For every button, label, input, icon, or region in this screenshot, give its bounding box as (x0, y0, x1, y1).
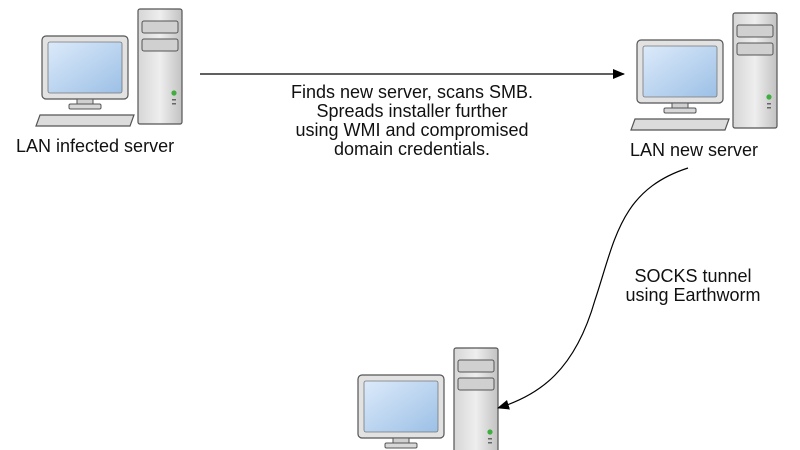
desktop-computer-icon (630, 12, 778, 131)
edge-label-line: Spreads installer further (316, 101, 508, 121)
edge-label-line: SOCKS tunnel (634, 266, 752, 286)
edge-label-line: using WMI and compromised (295, 120, 529, 140)
edge-label-new-to-bottom: SOCKS tunnel using Earthworm (605, 267, 781, 305)
edge-label-line: domain credentials. (333, 139, 491, 159)
node-label-infected: LAN infected server (16, 136, 175, 156)
edge-label-infected-to-new: Finds new server, scans SMB. Spreads ins… (262, 83, 562, 159)
desktop-computer-icon (35, 8, 183, 127)
edge-label-line: Finds new server, scans SMB. (290, 82, 534, 102)
desktop-computer-icon (351, 347, 499, 450)
node-label-new: LAN new server (630, 140, 759, 160)
edge-arrow-new-to-bottom (497, 167, 689, 410)
edge-label-line: using Earthworm (625, 285, 761, 305)
